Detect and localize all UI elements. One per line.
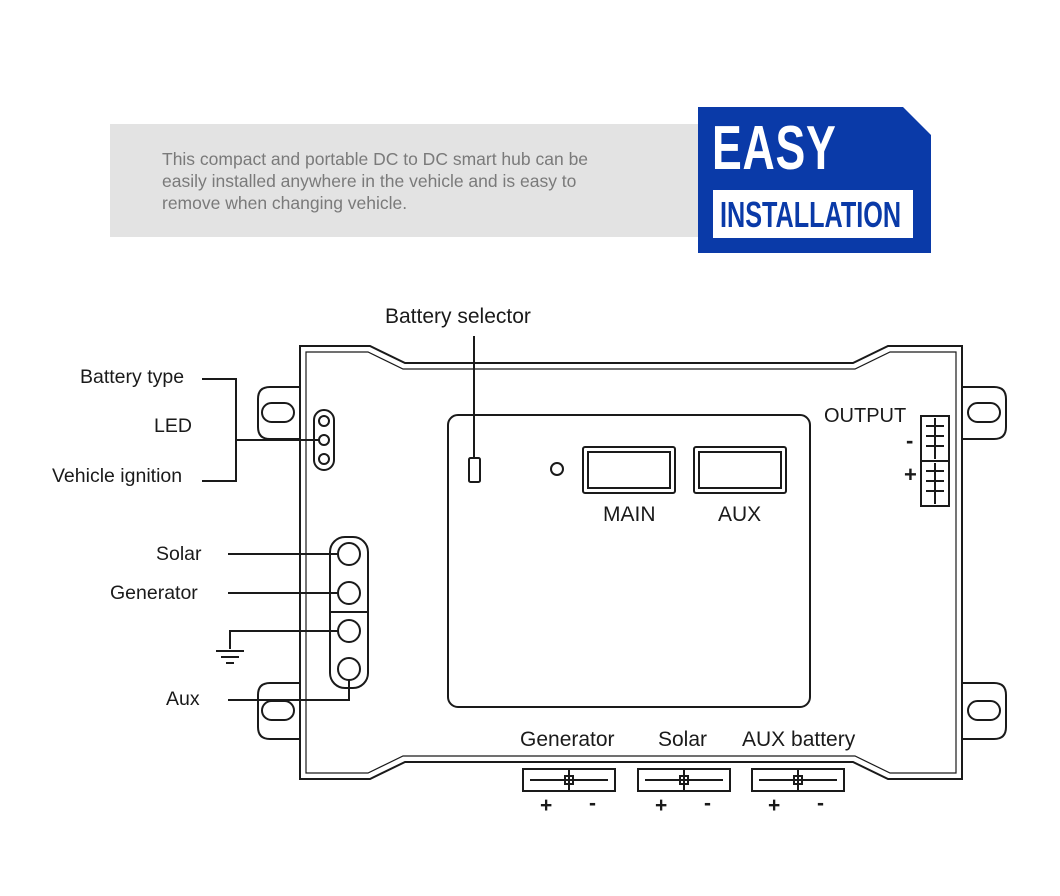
description-text: This compact and portable DC to DC smart… — [162, 149, 589, 213]
front-panel — [447, 414, 811, 708]
status-led — [550, 462, 564, 476]
solar-plus-sign: + — [655, 794, 667, 817]
mounting-tab-bottom-left — [257, 682, 300, 740]
battery-type-leader — [202, 378, 237, 482]
label-solar: Solar — [156, 543, 202, 565]
label-aux-display: AUX — [718, 503, 761, 526]
ground-symbol-icon — [216, 650, 244, 664]
label-output-minus: - — [906, 428, 913, 453]
connector-aux-battery — [751, 768, 845, 792]
description-panel: This compact and portable DC to DC smart… — [110, 124, 710, 237]
label-led: LED — [154, 415, 192, 437]
mounting-tab-top-right — [962, 386, 1007, 440]
aux-leader — [228, 680, 350, 701]
aux-battery-minus-sign: - — [817, 792, 824, 815]
terminal-ground — [337, 619, 361, 643]
label-output-plus: + — [904, 462, 917, 487]
led-connector-hole-3 — [318, 453, 330, 465]
badge-title: EASY — [712, 114, 837, 183]
label-bottom-solar: Solar — [658, 728, 707, 751]
connector-generator — [522, 768, 616, 792]
terminal-solar — [337, 542, 361, 566]
label-output: OUTPUT — [824, 405, 906, 427]
label-bottom-aux-battery: AUX battery — [742, 728, 856, 751]
mounting-tab-top-left — [257, 386, 300, 440]
terminal-generator — [337, 581, 361, 605]
led-connector-hole-2 — [318, 434, 330, 446]
output-connector — [920, 415, 950, 507]
terminal-aux — [337, 657, 361, 681]
label-aux: Aux — [166, 688, 200, 710]
label-bottom-generator: Generator — [520, 728, 615, 751]
generator-minus-sign: - — [589, 792, 596, 815]
mounting-tab-bottom-right — [962, 682, 1007, 740]
label-battery-type: Battery type — [80, 366, 184, 388]
led-connector-hole-1 — [318, 415, 330, 427]
badge-subtitle: INSTALLATION — [720, 194, 902, 235]
label-main: MAIN — [603, 503, 656, 526]
label-vehicle-ignition: Vehicle ignition — [52, 465, 182, 487]
connector-solar — [637, 768, 731, 792]
badge-subtitle-box: INSTALLATION — [713, 190, 913, 238]
label-generator: Generator — [110, 582, 198, 604]
main-display — [582, 446, 676, 494]
generator-plus-sign: + — [540, 794, 552, 817]
battery-selector-switch — [468, 457, 481, 483]
aux-display — [693, 446, 787, 494]
label-battery-selector: Battery selector — [385, 305, 531, 328]
hub-housing-inner — [305, 351, 957, 774]
hub-housing — [299, 345, 963, 780]
ground-leader — [229, 630, 338, 649]
solar-minus-sign: - — [704, 792, 711, 815]
aux-battery-plus-sign: + — [768, 794, 780, 817]
easy-installation-badge: EASY INSTALLATION — [698, 107, 931, 253]
